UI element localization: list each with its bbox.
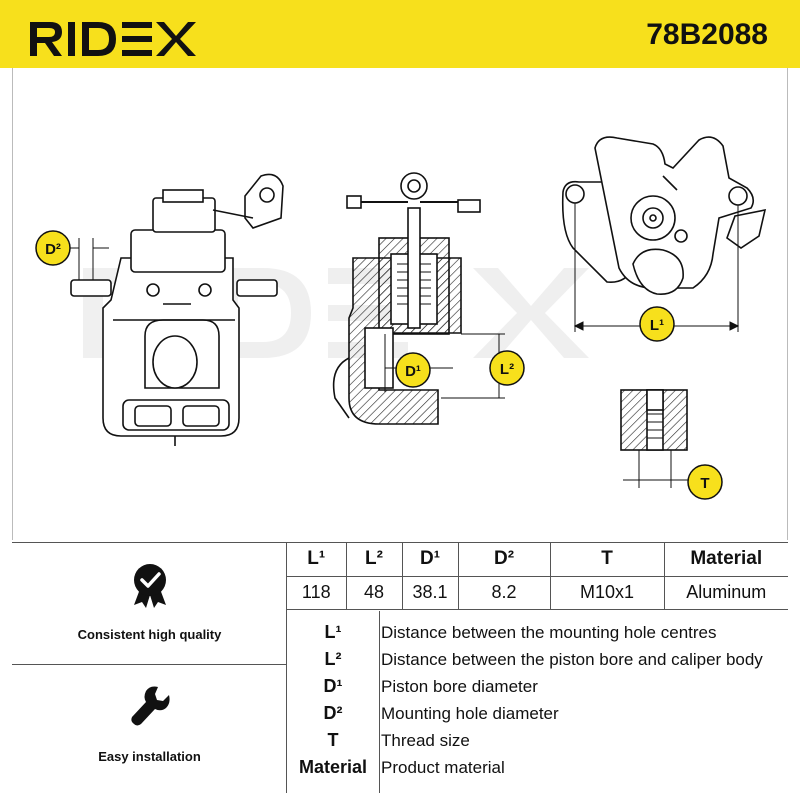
- technical-drawing: D² D¹: [12, 68, 788, 540]
- legend-row: Material Product material: [287, 754, 788, 780]
- legend: L¹ Distance between the mounting hole ce…: [287, 611, 788, 793]
- legend-description: Distance between the mounting hole centr…: [381, 623, 717, 642]
- spec-value-l1: 118: [287, 575, 347, 610]
- wrench-icon: [128, 683, 172, 731]
- spec-header-material: Material: [663, 543, 788, 577]
- header-bar: 78B2088: [0, 0, 800, 68]
- caliper-front-view: [70, 173, 284, 446]
- caliper-top-view: [561, 136, 767, 295]
- legend-description: Product material: [381, 758, 505, 777]
- l1-label: L¹: [650, 317, 664, 334]
- caliper-section-view: [332, 172, 481, 425]
- legend-row: L² Distance between the piston bore and …: [287, 646, 788, 672]
- l1-badge: L¹: [639, 306, 675, 342]
- t-badge: T: [687, 464, 723, 500]
- legend-description: Distance between the piston bore and cal…: [381, 650, 763, 669]
- legend-row: T Thread size: [287, 727, 788, 753]
- feature-column: Consistent high quality Easy installatio…: [12, 543, 287, 793]
- l2-badge: L²: [489, 350, 525, 386]
- spec-header-l1: L¹: [287, 543, 347, 577]
- spec-value-material: Aluminum: [663, 575, 788, 610]
- d2-badge: D²: [35, 230, 71, 266]
- spec-value-d1: 38.1: [401, 575, 459, 610]
- d2-dimension: [63, 238, 109, 280]
- spec-header-d2: D²: [457, 543, 551, 577]
- t-dimension: [623, 450, 689, 488]
- spec-table: L¹ L² D¹ D² T Material 118 48 38.1 8.2 M…: [287, 543, 788, 610]
- t-label: T: [700, 475, 709, 492]
- legend-key: D¹: [323, 676, 343, 696]
- spec-value-t: M10x1: [549, 575, 665, 610]
- legend-row: D² Mounting hole diameter: [287, 700, 788, 726]
- feature-installation: Easy installation: [12, 665, 287, 787]
- spec-value-row: 118 48 38.1 8.2 M10x1 Aluminum: [287, 575, 788, 610]
- legend-description: Piston bore diameter: [381, 677, 538, 696]
- legend-row: L¹ Distance between the mounting hole ce…: [287, 619, 788, 645]
- legend-description: Thread size: [381, 731, 470, 750]
- legend-row: D¹ Piston bore diameter: [287, 673, 788, 699]
- badge-check-icon: [128, 561, 172, 609]
- spec-header-l2: L²: [345, 543, 403, 577]
- legend-divider: [379, 611, 380, 793]
- specs-section: Consistent high quality Easy installatio…: [12, 542, 788, 793]
- spec-header-d1: D¹: [401, 543, 459, 577]
- spec-value-l2: 48: [345, 575, 403, 610]
- d2-label: D²: [45, 241, 61, 258]
- d1-label: D¹: [405, 363, 421, 380]
- feature-quality: Consistent high quality: [12, 543, 287, 665]
- thread-detail: [620, 389, 688, 451]
- legend-key: L¹: [324, 622, 342, 642]
- d1-badge: D¹: [395, 352, 431, 388]
- legend-key: T: [327, 730, 339, 750]
- spec-header-t: T: [549, 543, 665, 577]
- legend-key: L²: [324, 649, 342, 669]
- feature-installation-label: Easy installation: [98, 749, 201, 764]
- legend-description: Mounting hole diameter: [381, 704, 559, 723]
- spec-header-row: L¹ L² D¹ D² T Material: [287, 543, 788, 577]
- ridex-logo: [28, 18, 200, 58]
- spec-value-d2: 8.2: [457, 575, 551, 610]
- ridex-logo-mark: [30, 22, 196, 56]
- legend-key: D²: [323, 703, 343, 723]
- legend-key: Material: [298, 757, 368, 777]
- l2-label: L²: [500, 361, 514, 378]
- part-number: 78B2088: [646, 18, 768, 51]
- feature-quality-label: Consistent high quality: [77, 627, 222, 642]
- caliper-drawing: D² D¹: [35, 136, 767, 500]
